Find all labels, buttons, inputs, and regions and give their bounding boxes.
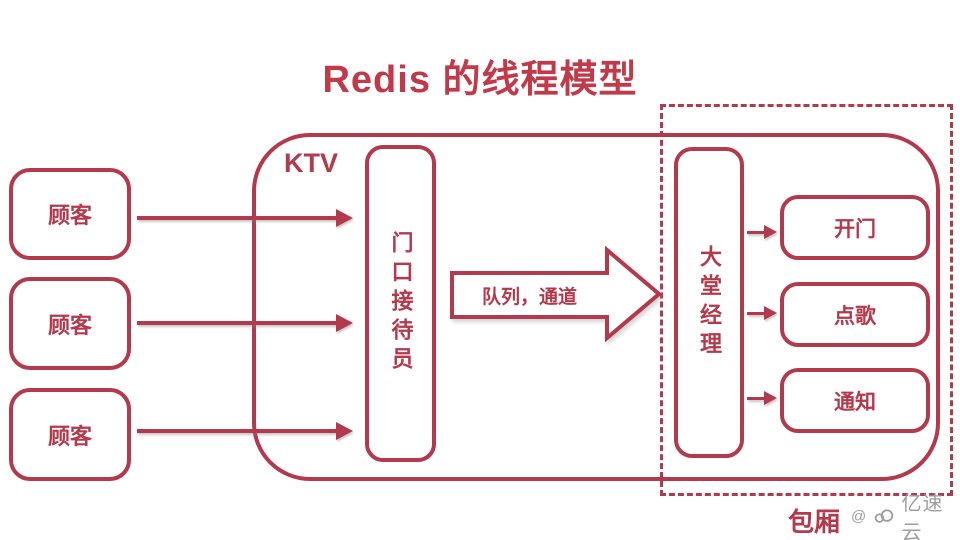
arrow-shaft	[137, 321, 336, 325]
service-box-pick-song: 点歌	[780, 282, 930, 347]
customer-arrow-3	[137, 422, 353, 440]
arrow-head-icon	[764, 306, 777, 320]
service-box-open-door: 开门	[780, 195, 930, 260]
customer-box-1: 顾客	[9, 168, 131, 260]
service-box-notify: 通知	[780, 368, 930, 433]
arrow-shaft	[137, 429, 336, 433]
diagram-title: Redis 的线程模型	[322, 59, 638, 101]
customer-label-2: 顾客	[47, 312, 92, 338]
private-room-dashed-region	[660, 104, 953, 496]
service-label-pick-song: 点歌	[834, 304, 876, 328]
manager-box: 大堂经理	[674, 147, 744, 458]
arrow-shaft	[137, 216, 336, 220]
service-arrow-2	[747, 306, 777, 320]
service-arrow-1	[747, 225, 777, 239]
cloud-logo-icon	[874, 509, 894, 523]
arrow-shaft	[747, 396, 764, 400]
watermark-brand: 亿速云	[901, 493, 944, 540]
arrow-shaft	[747, 230, 764, 234]
queue-arrow-label: 队列，通道	[481, 286, 577, 308]
queue-block-arrow: 队列，通道	[448, 246, 664, 342]
ktv-label: KTV	[284, 148, 338, 178]
block-arrow-shape	[450, 246, 663, 342]
arrow-head-icon	[764, 391, 777, 405]
customer-box-2: 顾客	[9, 277, 131, 370]
private-room-label: 包厢	[788, 507, 841, 537]
arrow-head-icon	[336, 209, 353, 227]
arrow-shaft	[747, 311, 764, 315]
customer-label-1: 顾客	[47, 203, 92, 228]
watermark-at-symbol: @	[851, 507, 867, 525]
ktv-container	[252, 133, 940, 481]
manager-label: 大堂经理	[697, 244, 722, 361]
service-label-notify: 通知	[834, 390, 876, 414]
arrow-head-icon	[764, 225, 777, 239]
customer-label-3: 顾客	[47, 423, 92, 449]
receptionist-box: 门口接待员	[365, 145, 436, 462]
service-label-open-door: 开门	[834, 217, 876, 241]
receptionist-label: 门口接待员	[388, 231, 414, 376]
watermark: @ 亿速云	[845, 493, 960, 540]
service-arrow-3	[747, 391, 777, 405]
customer-arrow-2	[137, 314, 353, 332]
customer-arrow-1	[137, 209, 353, 227]
arrow-head-icon	[336, 422, 353, 440]
arrow-head-icon	[336, 314, 353, 332]
customer-box-3: 顾客	[9, 388, 131, 481]
